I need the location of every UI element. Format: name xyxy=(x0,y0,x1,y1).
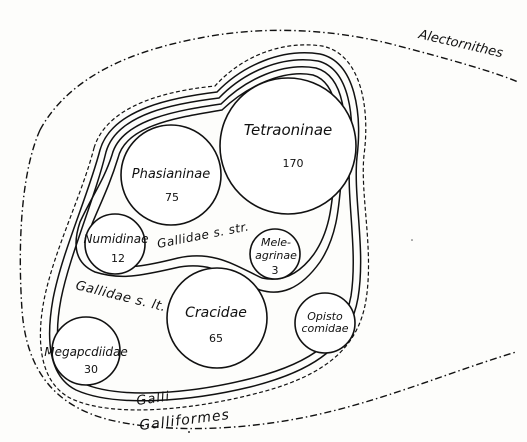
speck-mark xyxy=(411,239,413,241)
galli-boundary-outer xyxy=(48,52,362,402)
numidinae-circle xyxy=(84,213,146,275)
tetraoninae-label: Tetraoninae xyxy=(244,121,333,139)
megapodiidae-circle xyxy=(51,316,121,386)
speck-mark xyxy=(188,431,190,433)
phasianinae-circle xyxy=(120,124,222,226)
cracidae-count: 65 xyxy=(209,332,223,345)
opisthocomidae-label-line1: Opisto xyxy=(307,310,343,323)
galli-label: Galli xyxy=(135,389,171,409)
alectornithes-boundary xyxy=(39,29,519,131)
cracidae-circle xyxy=(166,267,268,369)
megapodiidae-label: Megapcdiidae xyxy=(44,345,128,359)
numidinae-label: Numidinae xyxy=(84,232,149,246)
opisthocomidae-circle xyxy=(294,292,356,354)
megapodiidae-count: 30 xyxy=(84,363,98,376)
tetraoninae-count: 170 xyxy=(283,157,304,170)
tetraoninae-circle xyxy=(219,77,357,215)
meleagrinae-count: 3 xyxy=(272,264,279,277)
meleagrinae-circle xyxy=(249,228,301,280)
cracidae-label: Cracidae xyxy=(185,305,247,321)
phasianinae-label: Phasianinae xyxy=(132,167,210,182)
galliformes-label: Galliformes xyxy=(139,407,231,434)
gallidae-sl-boundary xyxy=(75,66,346,293)
meleagrinae-label-line1: Mele- xyxy=(261,236,291,249)
numidinae-count: 12 xyxy=(111,252,125,265)
galliformes-boundary xyxy=(39,44,370,411)
phasianinae-count: 75 xyxy=(165,191,179,204)
alectornithes-label: Alectornithes xyxy=(416,27,504,61)
gallidae-sl-label: Gallidae s. lt. xyxy=(74,278,167,315)
opisthocomidae-label-line2: comidae xyxy=(301,322,348,335)
meleagrinae-label-line2: agrinae xyxy=(255,249,297,262)
